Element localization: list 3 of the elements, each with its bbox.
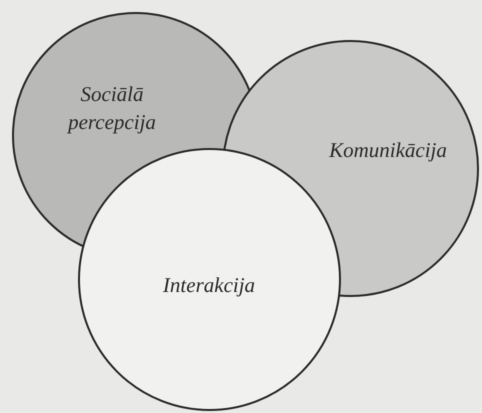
circle-label: Interakcija xyxy=(149,271,269,300)
circle-label: Komunikācija xyxy=(323,136,453,164)
circle-label: Sociālā percepcija xyxy=(62,80,162,136)
